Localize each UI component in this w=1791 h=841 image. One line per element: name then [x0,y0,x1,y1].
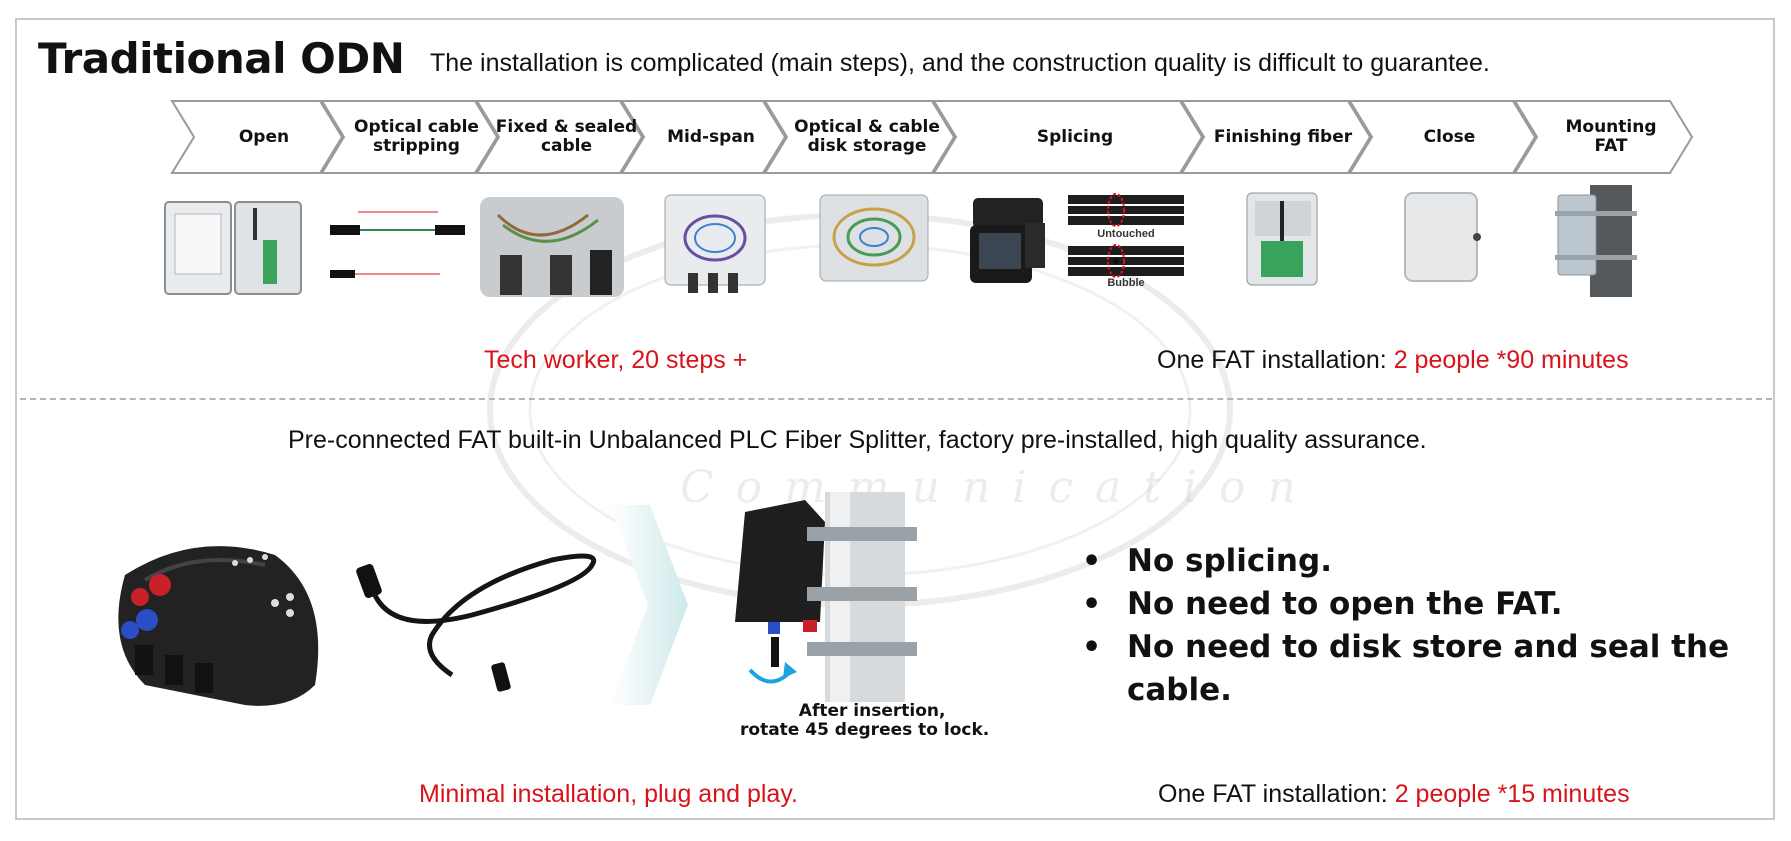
chevron-shapes [170,100,1694,174]
page-subtitle: The installation is complicated (main st… [430,49,1490,77]
preconnected-note: Minimal installation, plug and play. [419,780,798,808]
splice-quality-image [1068,193,1184,278]
step-4-label: Mid-span [667,126,755,147]
open-box-image [164,201,302,295]
step-9-label: Mounting FAT [1565,117,1657,156]
caption-line-2: rotate 45 degrees to lock. [740,720,990,740]
benefit-item: No need to open the FAT. [1082,583,1791,626]
step-8-label: Close [1423,126,1476,147]
arrow-gradient [610,505,688,705]
step-5-label: Optical & cable disk storage [794,117,940,156]
install-time-value: 2 people *15 minutes [1394,780,1630,808]
traditional-steps-note: Tech worker, 20 steps + [484,346,748,374]
step-5-chevron [763,100,956,174]
pole-installation-image [735,492,917,702]
preconnected-install-time: One FAT installation: 2 people *15 minut… [1158,780,1630,809]
step-image-row: Untouched Bubble [0,185,1791,315]
pole-mount-image [1555,185,1637,297]
benefit-item: No need to disk store and seal the cable… [1082,626,1791,708]
finished-box-image [1246,192,1318,286]
install-time-prefix: One FAT installation: [1158,780,1395,808]
preconnected-fat-image [118,546,319,706]
page-title: Traditional ODN [38,34,405,83]
step-3-chevron [475,100,644,174]
step-9-chevron [1513,100,1694,174]
preconnected-description: Pre-connected FAT built-in Unbalanced PL… [288,426,1427,454]
benefit-item: No splicing. [1082,540,1791,583]
closed-box-image [1404,192,1481,282]
benefit-list: No splicing. No need to open the FAT. No… [1082,540,1791,708]
install-time-prefix: One FAT installation: [1157,346,1394,374]
traditional-install-time: One FAT installation: 2 people *90 minut… [1157,346,1629,375]
bubble-label: Bubble [1107,277,1145,289]
disk-storage-image [819,194,929,282]
step-6-label: Splicing [1036,126,1114,147]
cable-stripping-image [330,211,465,278]
step-6-chevron [932,100,1204,174]
step-4-chevron [620,100,787,174]
drop-cable-image [356,553,597,692]
section-divider [20,398,1772,400]
mid-span-image [664,194,766,293]
step-1-chevron [170,100,344,174]
step-2-label: Optical cable stripping [354,117,479,156]
step-3-label: Fixed & sealed cable [495,117,638,156]
step-7-chevron [1180,100,1372,174]
step-8-chevron [1348,100,1537,174]
untouched-label: Untouched [1097,228,1155,240]
step-2-chevron [320,100,499,174]
content-frame [15,18,1775,820]
step-1-label: Open [238,126,290,147]
fusion-splicer-image [970,198,1045,283]
sealed-cable-image [480,197,624,297]
caption-line-1: After insertion, [798,701,946,721]
rotation-caption: After insertion, rotate 45 degrees to lo… [700,702,989,740]
step-7-label: Finishing fiber [1213,126,1353,147]
step-chevron-row: Open Optical cable stripping Fixed & sea… [170,99,1700,175]
install-time-value: 2 people *90 minutes [1393,346,1629,374]
